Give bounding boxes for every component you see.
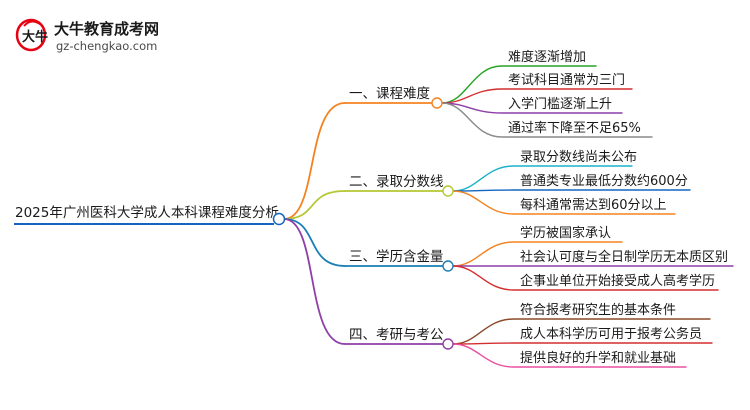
leaf-label: 通过率下降至不足65% xyxy=(508,120,641,136)
leaf-label: 符合报考研究生的基本条件 xyxy=(520,302,676,318)
logo[interactable]: 大牛 大牛教育成考网 gz-chengkao.com xyxy=(15,18,159,53)
branch-node-postgrad-civil-service[interactable]: 四、考研与考公 xyxy=(349,327,444,343)
leaf-connector xyxy=(452,190,676,215)
leaf-label: 难度逐渐增加 xyxy=(508,49,586,65)
leaf-connector xyxy=(452,165,633,192)
branch-nodes: 一、课程难度 二、录取分数线 三、学历含金量 四、考研与考公 xyxy=(349,86,444,343)
logo-emblem-icon: 大牛 xyxy=(15,18,48,52)
leaf-label: 每科通常需达到60分以上 xyxy=(520,197,667,213)
leaf-connector xyxy=(452,189,691,192)
branch-node-difficulty[interactable]: 一、课程难度 xyxy=(349,86,430,102)
leaf-label: 提供良好的升学和就业基础 xyxy=(520,350,676,366)
mind-map-edges xyxy=(283,65,734,368)
branch-label-admission-score: 二、录取分数线 xyxy=(349,174,444,190)
leaf-label: 普通类专业最低分数约600分 xyxy=(520,174,688,189)
branch-toggles xyxy=(431,97,454,350)
branch-collapse-toggle[interactable] xyxy=(431,97,443,109)
leaf-connector xyxy=(452,318,711,345)
leaf-label: 社会认可度与全日制学历无本质区别 xyxy=(520,249,728,265)
branch-connector xyxy=(283,102,346,220)
leaf-label: 入学门槛逐渐上升 xyxy=(508,96,612,112)
leaf-label: 成人本科学历可用于报考公务员 xyxy=(520,326,702,342)
branch-connector xyxy=(283,218,346,345)
branch-node-admission-score[interactable]: 二、录取分数线 xyxy=(349,174,444,190)
branch-collapse-toggle[interactable] xyxy=(442,338,454,350)
leaf-connector xyxy=(452,343,687,368)
branch-node-degree-value[interactable]: 三、学历含金量 xyxy=(349,249,444,265)
leaf-label: 学历被国家承认 xyxy=(520,225,611,241)
leaf-connector xyxy=(441,102,623,114)
leaf-label: 录取分数线尚未公布 xyxy=(520,150,637,165)
logo-emblem-text: 大牛 xyxy=(22,29,48,45)
branch-collapse-toggle[interactable] xyxy=(442,260,454,272)
branch-connector xyxy=(283,190,346,220)
leaf-nodes: 难度逐渐增加 考试科目通常为三门 入学门槛逐渐上升 通过率下降至不足65% 录取… xyxy=(508,49,728,366)
root-collapse-toggle[interactable] xyxy=(272,212,286,226)
logo-url: gz-chengkao.com xyxy=(56,39,157,53)
leaf-connector xyxy=(452,241,623,267)
leaf-label: 企事业单位开始接受成人高考学历 xyxy=(520,273,715,289)
branch-collapse-toggle[interactable] xyxy=(442,185,454,197)
leaf-connector xyxy=(441,102,653,138)
leaf-connector xyxy=(452,342,713,345)
root-node[interactable]: 2025年广州医科大学成人本科课程难度分析 xyxy=(14,205,286,226)
logo-site-name: 大牛教育成考网 xyxy=(54,20,159,38)
branch-label-degree-value: 三、学历含金量 xyxy=(349,249,444,265)
branch-label-difficulty: 一、课程难度 xyxy=(349,86,430,102)
leaf-label: 考试科目通常为三门 xyxy=(508,73,625,88)
root-label: 2025年广州医科大学成人本科课程难度分析 xyxy=(15,205,279,221)
branch-label-postgrad-civil-service: 四、考研与考公 xyxy=(349,327,444,343)
leaf-connector xyxy=(441,65,597,104)
leaf-connector xyxy=(452,265,719,291)
leaf-connector xyxy=(441,88,633,104)
branch-connector xyxy=(283,218,346,267)
